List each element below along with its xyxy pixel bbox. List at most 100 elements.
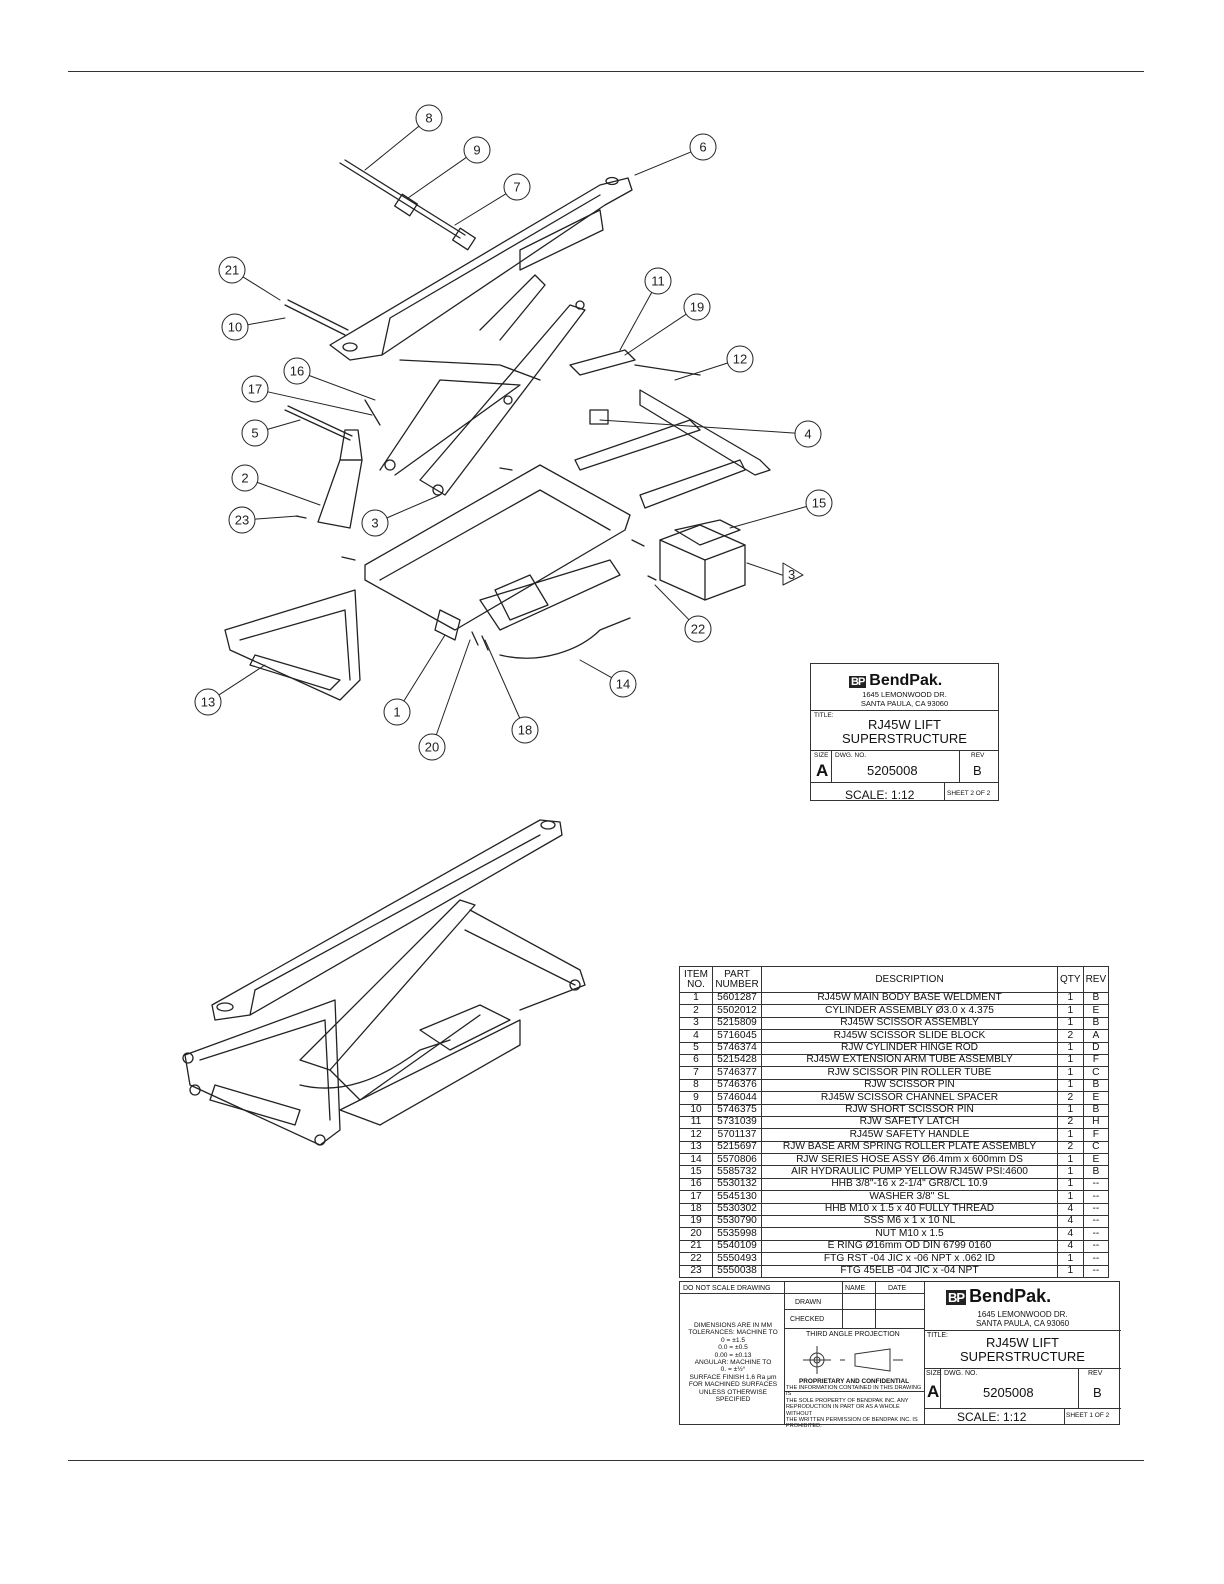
bom-cell-qty: 1 bbox=[1057, 1252, 1084, 1266]
bom-cell-qty: 1 bbox=[1057, 1128, 1084, 1142]
callout-number: 11 bbox=[651, 274, 665, 289]
name-label: NAME bbox=[845, 1285, 866, 1292]
callout-number: 12 bbox=[733, 352, 747, 367]
callout-leader bbox=[267, 391, 373, 416]
assembled-view bbox=[182, 819, 586, 1146]
callout-number: 22 bbox=[691, 622, 705, 637]
bom-cell-qty: 4 bbox=[1057, 1227, 1084, 1241]
drawing-scale: SCALE: 1:12 bbox=[957, 1410, 1027, 1424]
bom-header-row: ITEM NO. PART NUMBER DESCRIPTION QTY REV bbox=[679, 966, 1110, 993]
bom-cell-rev: B bbox=[1082, 1103, 1110, 1117]
bom-cell-description: RJW SCISSOR PIN bbox=[761, 1078, 1058, 1093]
callout-leader bbox=[407, 156, 467, 199]
callout-number: 18 bbox=[518, 723, 532, 738]
bom-cell-part-number: 5716045 bbox=[712, 1029, 762, 1043]
bom-cell-item-no: 18 bbox=[679, 1202, 713, 1217]
callout-number: 23 bbox=[235, 513, 249, 528]
bom-cell-rev: -- bbox=[1082, 1215, 1110, 1229]
tolerance-line: 0 = ±1.5 bbox=[721, 1336, 745, 1344]
bom-cell-item-no: 20 bbox=[679, 1227, 713, 1241]
bom-cell-rev: F bbox=[1082, 1053, 1110, 1068]
bom-cell-part-number: 5215428 bbox=[712, 1053, 762, 1068]
bom-cell-description: RJW BASE ARM SPRING ROLLER PLATE ASSEMBL… bbox=[761, 1140, 1058, 1155]
tolerance-line: FOR MACHINED SURFACES bbox=[688, 1381, 778, 1389]
bom-cell-item-no: 10 bbox=[679, 1103, 713, 1117]
bom-cell-part-number: 5601287 bbox=[712, 991, 762, 1006]
bom-cell-qty: 2 bbox=[1057, 1029, 1084, 1043]
bom-cell-rev: -- bbox=[1082, 1190, 1110, 1204]
bom-cell-item-no: 5 bbox=[679, 1041, 713, 1055]
callout-bubble bbox=[218, 256, 246, 284]
bom-cell-qty: 1 bbox=[1057, 991, 1084, 1006]
bom-cell-item-no: 17 bbox=[679, 1190, 713, 1204]
callout-bubble bbox=[794, 420, 822, 448]
callout-bubble bbox=[194, 688, 222, 716]
bom-cell-description: NUT M10 x 1.5 bbox=[761, 1227, 1058, 1241]
callout-bubble bbox=[503, 173, 531, 201]
bom-cell-rev: -- bbox=[1082, 1239, 1110, 1254]
sheet-number: SHEET 2 OF 2 bbox=[947, 790, 991, 797]
callout-leader bbox=[484, 639, 521, 719]
callout-leader bbox=[729, 506, 807, 529]
bom-cell-rev: E bbox=[1082, 1153, 1110, 1167]
bom-cell-description: AIR HYDRAULIC PUMP YELLOW RJ45W PSI:4600 bbox=[761, 1165, 1058, 1179]
exploded-view bbox=[224, 159, 771, 701]
bom-cell-qty: 1 bbox=[1057, 1078, 1084, 1093]
bom-cell-rev: B bbox=[1082, 1165, 1110, 1179]
tolerance-line: 0. = ±½° bbox=[720, 1366, 746, 1374]
bom-cell-rev: -- bbox=[1082, 1227, 1110, 1241]
callout-bubble bbox=[683, 293, 711, 321]
bom-cell-description: SSS M6 x 1 x 10 NL bbox=[761, 1215, 1058, 1229]
bom-cell-rev: B bbox=[1082, 1078, 1110, 1093]
callout-leader bbox=[254, 515, 299, 520]
bom-cell-part-number: 5215697 bbox=[712, 1140, 762, 1155]
sheet-size: A bbox=[927, 1382, 940, 1401]
proprietary-title: PROPRIETARY AND CONFIDENTIAL bbox=[798, 1378, 910, 1385]
bom-cell-description: E RING Ø16mm OD DIN 6799 0160 bbox=[761, 1239, 1058, 1254]
revision: B bbox=[973, 763, 982, 778]
bom-cell-description: RJW CYLINDER HINGE ROD bbox=[761, 1041, 1058, 1055]
bom-cell-part-number: 5215809 bbox=[712, 1016, 762, 1031]
bom-cell-item-no: 7 bbox=[679, 1066, 713, 1080]
callout-leader bbox=[579, 659, 613, 679]
top-rule bbox=[68, 71, 1144, 72]
proprietary-line: THE WRITTEN PERMISSION OF BENDPAK INC. I… bbox=[786, 1417, 918, 1424]
proprietary-line: THE INFORMATION CONTAINED IN THIS DRAWIN… bbox=[786, 1385, 922, 1398]
bom-cell-rev: -- bbox=[1082, 1202, 1110, 1217]
bom-cell-description: RJW SAFETY LATCH bbox=[761, 1115, 1058, 1130]
col-item: ITEM NO. bbox=[679, 966, 713, 993]
callout-number: 5 bbox=[251, 426, 258, 441]
callout-number: 4 bbox=[804, 427, 811, 442]
callout-leader bbox=[364, 125, 420, 171]
callout-leader bbox=[619, 291, 653, 351]
tolerance-line: UNLESS OTHERWISE SPECIFIED bbox=[698, 1388, 768, 1404]
callout-number: 9 bbox=[473, 143, 480, 158]
callout-leader bbox=[599, 419, 796, 434]
bom-cell-part-number: 5535998 bbox=[712, 1227, 762, 1241]
col-qty: QTY bbox=[1057, 966, 1084, 993]
bom-cell-description: WASHER 3/8" SL bbox=[761, 1190, 1058, 1204]
bom-cell-qty: 4 bbox=[1057, 1239, 1084, 1254]
bom-cell-qty: 1 bbox=[1057, 1177, 1084, 1192]
bom-cell-item-no: 8 bbox=[679, 1078, 713, 1093]
note-flag-triangle bbox=[782, 562, 804, 586]
bottom-rule bbox=[68, 1460, 1144, 1461]
title-label: TITLE: bbox=[814, 712, 834, 719]
bom-cell-item-no: 19 bbox=[679, 1215, 713, 1229]
bom-cell-part-number: 5746376 bbox=[712, 1078, 762, 1093]
callout-number: 2 bbox=[241, 471, 248, 486]
bom-cell-rev: -- bbox=[1082, 1252, 1110, 1266]
bom-cell-description: RJ45W EXTENSION ARM TUBE ASSEMBLY bbox=[761, 1053, 1058, 1068]
callout-number: 8 bbox=[425, 111, 432, 126]
bom-cell-part-number: 5530132 bbox=[712, 1177, 762, 1192]
proprietary-line: PROHIBITED. bbox=[786, 1423, 822, 1430]
